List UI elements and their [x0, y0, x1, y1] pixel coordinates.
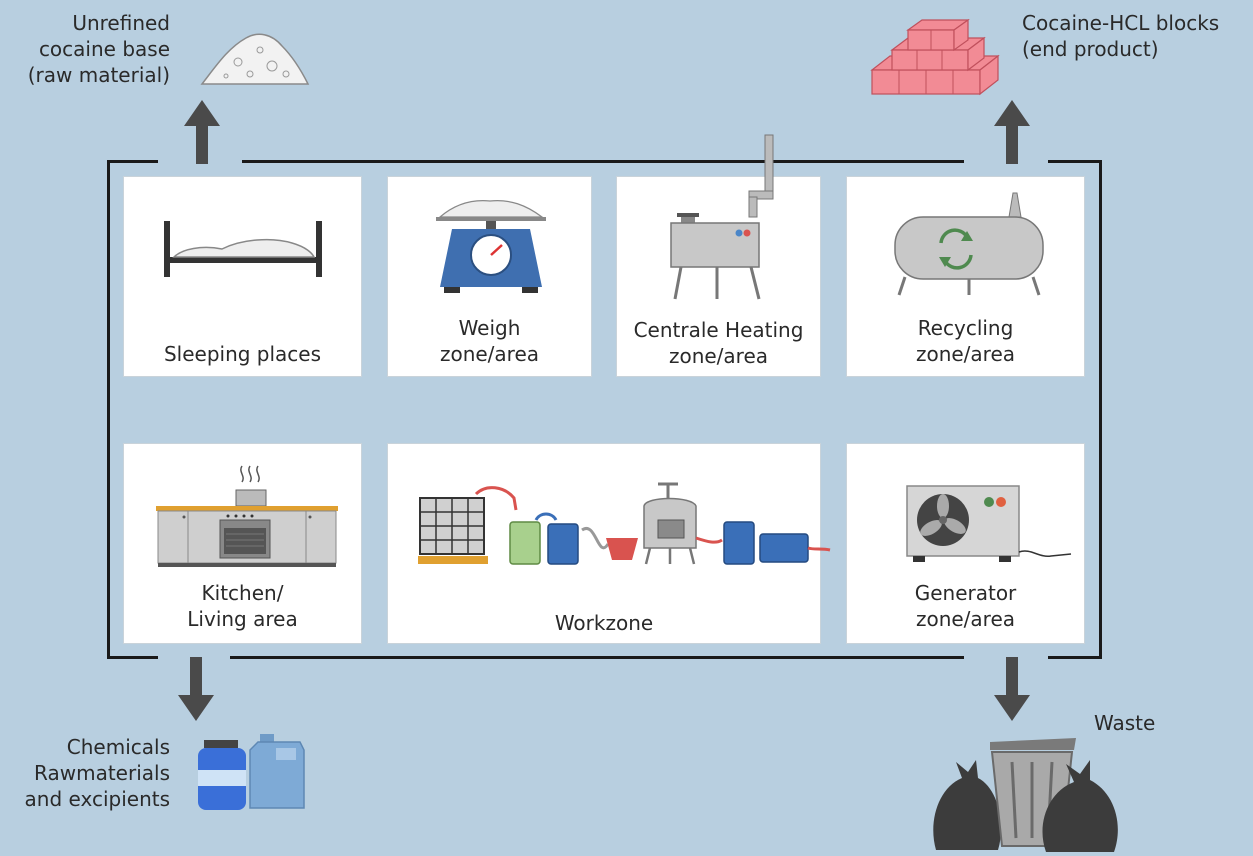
frame-left	[107, 160, 110, 659]
generator-icon	[906, 485, 1072, 562]
generator-label: Generator zone/area	[914, 581, 1017, 631]
sleeping-label: Sleeping places	[163, 342, 322, 366]
chemical-containers-icon	[198, 734, 305, 810]
arrow-up-end-product	[994, 100, 1030, 164]
frame-bottom-mid	[230, 656, 964, 659]
frame-top-left	[108, 160, 158, 163]
heating-label: Centrale Heating zone/area	[633, 318, 804, 368]
frame-right	[1099, 160, 1102, 659]
end-product-label: Cocaine-HCL blocks (end product)	[1022, 11, 1220, 61]
kitchen-label: Kitchen/ Living area	[187, 581, 298, 631]
workzone-label: Workzone	[554, 611, 654, 635]
heating-panel: Centrale Heating zone/area	[616, 134, 821, 377]
recycling-panel: Recycling zone/area	[846, 176, 1085, 377]
waste-label: Waste	[1094, 711, 1156, 735]
brick-stack-icon	[870, 18, 1000, 96]
arrow-up-raw-material	[184, 100, 220, 164]
recycling-tank-icon	[894, 192, 1044, 296]
frame-top-mid	[242, 160, 964, 163]
sleeping-panel: Sleeping places	[123, 176, 362, 377]
weigh-label: Weigh zone/area	[439, 316, 540, 366]
weigh-panel: Weigh zone/area	[387, 176, 592, 377]
kitchen-panel: Kitchen/ Living area	[123, 443, 362, 644]
scale-icon	[436, 200, 546, 293]
powder-pile-icon	[200, 33, 310, 85]
heater-icon	[670, 134, 774, 300]
raw-material-label: Unrefined cocaine base (raw material)	[27, 11, 170, 87]
lab-equipment-icon	[418, 482, 831, 565]
trash-bags-bin-icon	[933, 738, 1118, 852]
recycling-label: Recycling zone/area	[915, 316, 1016, 366]
workzone-panel: Workzone	[387, 443, 831, 644]
frame-bottom-left	[108, 656, 158, 659]
kitchen-icon	[156, 465, 338, 567]
generator-panel: Generator zone/area	[846, 443, 1085, 644]
frame-bottom-right	[1048, 656, 1101, 659]
arrow-down-chemicals	[178, 657, 214, 721]
arrow-down-waste	[994, 657, 1030, 721]
frame-top-right	[1048, 160, 1101, 163]
bed-icon	[164, 221, 322, 277]
chemicals-label: Chemicals Rawmaterials and excipients	[24, 735, 170, 811]
